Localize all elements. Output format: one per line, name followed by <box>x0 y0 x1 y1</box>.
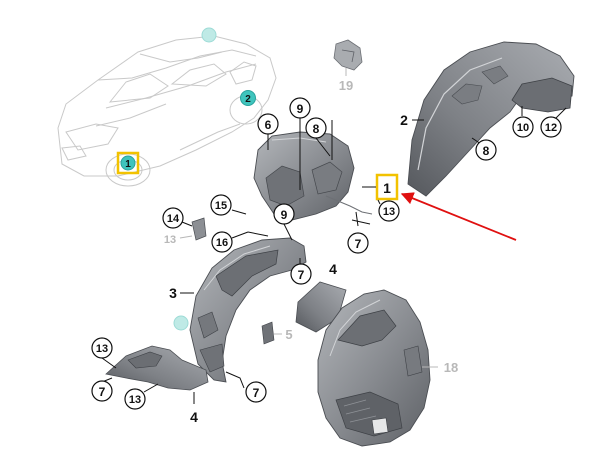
callout-9b: 9 <box>281 208 288 222</box>
red-arrow <box>400 192 517 241</box>
callout-3: 3 <box>169 285 177 301</box>
callout-9b-group: 9 <box>273 203 295 241</box>
callout-10: 10 <box>517 122 529 134</box>
callout-7d: 7 <box>99 385 106 399</box>
callout-7c: 7 <box>355 237 362 251</box>
callout-13b: 13 <box>96 343 108 355</box>
part-18-wheel-arch-liner <box>317 289 431 447</box>
callout-13a: 13 <box>383 206 395 218</box>
callout-15-group: 14 <box>162 207 193 229</box>
part-15-clip <box>191 217 207 241</box>
car-marker-1 <box>120 155 136 171</box>
callout-1-highlight <box>375 173 399 201</box>
callout-7a: 6 <box>265 118 272 132</box>
callout-7c-group: 7 <box>347 211 371 254</box>
callout-17-group: 16 <box>211 231 269 253</box>
car-marker-top <box>201 27 217 43</box>
car-marker-1-label: 1 <box>125 159 131 170</box>
part-1-wheel-arch-cover <box>253 131 373 221</box>
callout-15: 14 <box>167 213 180 225</box>
callout-19: 19 <box>339 78 353 93</box>
callout-8b-group: 8 <box>471 137 497 161</box>
part-3-wheel-arch-liner <box>189 237 307 383</box>
callout-7a-group: 6 <box>257 113 279 150</box>
callout-13b-group: 13 <box>91 337 117 369</box>
teal-marker-left <box>173 315 189 331</box>
callout-8a: 8 <box>313 122 320 136</box>
callout-4: 4 <box>190 409 198 425</box>
callout-7e-group: 7 <box>225 371 267 403</box>
callout-13a-group: 13 <box>377 199 400 222</box>
callout-7b: 7 <box>298 268 305 282</box>
callout-5: 4 <box>329 261 337 277</box>
callout-10-group: 10 <box>512 106 534 138</box>
callout-17: 16 <box>216 237 228 249</box>
callout-7b-group: 7 <box>290 258 312 285</box>
callout-8b: 8 <box>483 144 490 158</box>
part-4-underbody-trim <box>105 345 209 391</box>
callout-9a: 9 <box>297 102 304 116</box>
callout-6: 5 <box>285 327 292 342</box>
callout-9a-group: 9 <box>289 97 311 190</box>
callout-12-group: 12 <box>540 107 567 138</box>
callout-13c-group: 13 <box>124 383 159 410</box>
callout-16: 15 <box>215 200 227 212</box>
part-6-clip <box>261 321 275 345</box>
car-marker-2 <box>240 90 256 106</box>
car-marker-2-label: 2 <box>245 94 251 105</box>
car-outline <box>57 35 277 187</box>
callout-18: 18 <box>444 360 458 375</box>
callout-1: 1 <box>383 180 391 196</box>
callout-2: 2 <box>400 112 408 128</box>
callout-16-group: 15 <box>210 194 247 216</box>
callout-8a-group: 8 <box>305 117 333 160</box>
callout-14: 13 <box>164 234 176 246</box>
callout-7e: 7 <box>253 386 260 400</box>
part-19-bracket <box>333 39 363 71</box>
callout-13c: 13 <box>129 394 141 406</box>
callout-7d-group: 7 <box>91 377 113 402</box>
car-marker-1-highlight <box>116 151 140 175</box>
part-2-wheel-arch-liner <box>407 41 575 197</box>
callout-12: 12 <box>545 122 557 134</box>
